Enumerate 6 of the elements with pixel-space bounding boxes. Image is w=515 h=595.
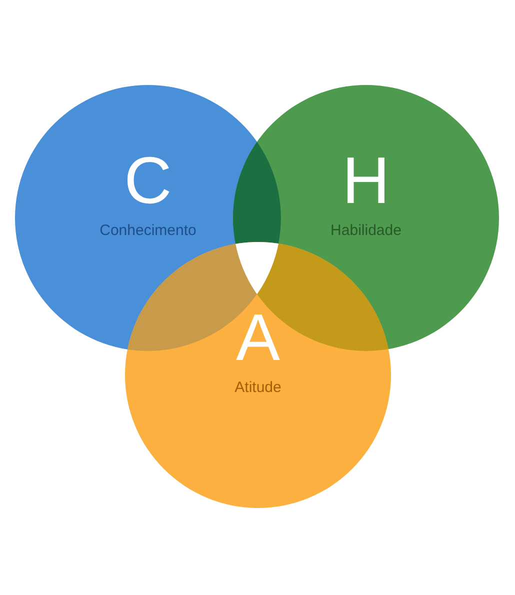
circle-label: Habilidade xyxy=(330,223,402,238)
circle-letter: C xyxy=(124,147,172,213)
circle-label: Conhecimento xyxy=(100,223,196,238)
circle-letter: H xyxy=(342,147,390,213)
circle-letter: A xyxy=(236,304,280,370)
circle-label: Atitude xyxy=(234,380,282,395)
